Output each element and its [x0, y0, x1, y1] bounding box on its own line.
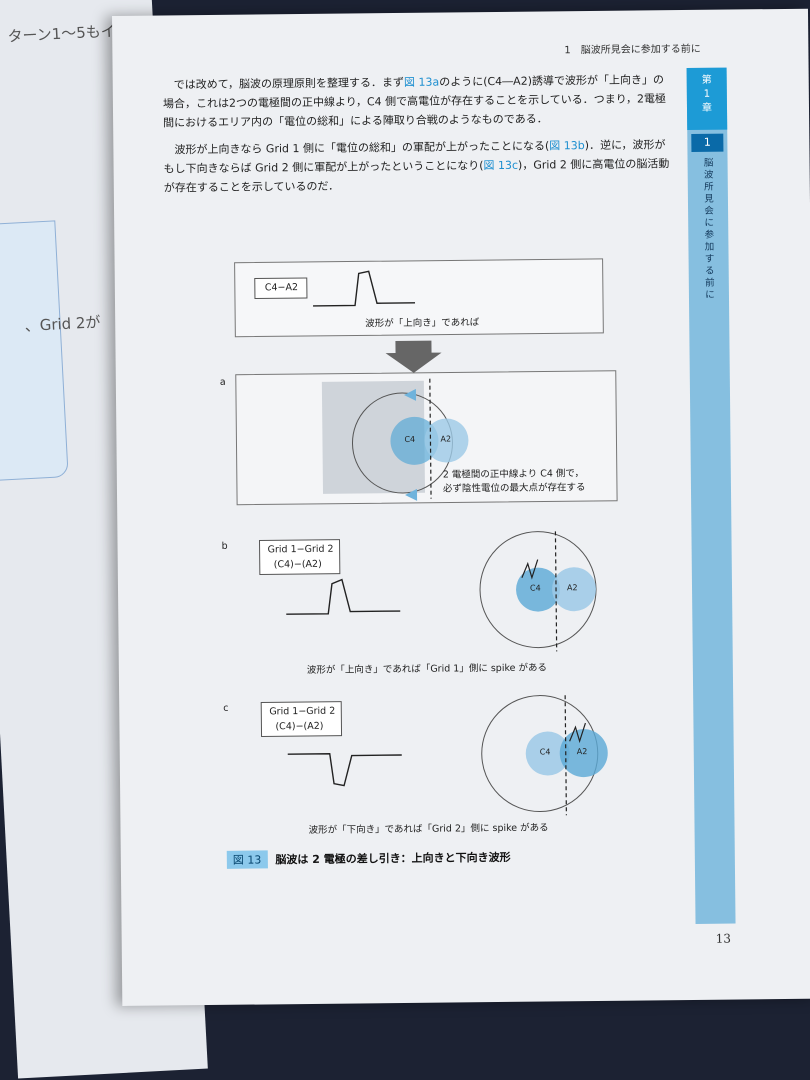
- panel-b-caption-g: 「Grid 1」: [420, 663, 469, 675]
- panel-a-a2-electrode: [424, 418, 469, 463]
- panel-b-caption-q: 「上向き」: [335, 664, 383, 676]
- top-box: [234, 258, 604, 338]
- panel-b-caption-b: であれば: [382, 663, 421, 676]
- left-page-blue-box: [0, 220, 69, 482]
- panel-b-c4-text: C4: [529, 583, 541, 593]
- top-box-label: C4−A2: [264, 282, 299, 294]
- panel-a-shaded-area: [321, 380, 426, 494]
- down-arrow: [385, 340, 442, 373]
- book-page: 1 脳波所見会に参加する前に 第 1 章 1 脳波所見会に参加する前に では改め…: [112, 8, 810, 1006]
- panel-c-spike-icon: [569, 722, 587, 744]
- panel-a-midline: [429, 378, 432, 499]
- panel-a-a2-text: A2: [440, 434, 452, 444]
- panel-c-midline: [564, 695, 567, 816]
- panel-b-label-2: (C4)−(A2): [273, 558, 322, 571]
- panel-a-arrow-bottom: [405, 488, 418, 501]
- panel-c-caption-b: であれば: [384, 823, 423, 836]
- panel-a-letter: a: [219, 376, 226, 388]
- left-page-grid-fragment: 、Grid 2が: [24, 313, 101, 336]
- panel-c-label-frame: [260, 701, 343, 737]
- panel-b-midline: [554, 531, 558, 652]
- panel-b-a2-text: A2: [566, 583, 578, 593]
- panel-b-spike-icon: [521, 559, 539, 580]
- page-number: 13: [715, 931, 732, 946]
- panel-b-caption: 波形が「上向き」であれば「Grid 1」側に spike がある: [307, 659, 547, 676]
- panel-c-caption-g: 「Grid 2」: [422, 823, 471, 835]
- panel-c-downward-waveform: [287, 753, 402, 787]
- left-page-heading-fragment: ターン1～5もイ: [7, 21, 117, 46]
- panel-c-c4-text: C4: [539, 747, 551, 757]
- panel-c-a2-text: A2: [576, 747, 588, 757]
- top-caption-b: であれば: [441, 317, 480, 329]
- panel-b-letter: b: [221, 540, 228, 552]
- panel-c-caption-c: 側に spike がある: [470, 822, 549, 835]
- panel-a-arrow-top: [403, 388, 417, 401]
- figure-caption: 図 13 脳波は 2 電極の差し引き：上向きと下向き波形: [226, 848, 511, 869]
- upward-waveform: [313, 270, 416, 307]
- panel-c-caption-q: 「下向き」: [336, 824, 385, 836]
- panel-a-c4-text: C4: [404, 434, 416, 444]
- panel-a-c4-electrode: [390, 416, 439, 465]
- panel-b-c4-electrode: [516, 567, 561, 612]
- figure-13: [234, 258, 618, 816]
- figure-caption-text: 脳波は 2 電極の差し引き：上向きと下向き波形: [275, 850, 511, 867]
- panel-b-label-frame: [258, 539, 341, 575]
- panel-b-a2-electrode: [552, 567, 597, 612]
- panel-c-caption-a: 波形が: [308, 824, 338, 836]
- panel-b-caption-c: 側に spike がある: [468, 662, 548, 675]
- top-box-caption: 波形が「上向き」であれば: [365, 314, 479, 329]
- top-box-label-frame: [254, 277, 308, 300]
- panel-b-upward-waveform: [286, 578, 401, 615]
- panel-a-note-1: 2 電極間の正中線より C4 側で，: [442, 468, 585, 481]
- panel-c-c4-electrode: [525, 731, 570, 776]
- panel-b-caption-a: 波形が: [306, 664, 336, 676]
- panel-c-label-1: Grid 1−Grid 2: [269, 705, 336, 718]
- panel-c-label-2: (C4)−(A2): [275, 720, 324, 733]
- panel-b-label-1: Grid 1−Grid 2: [267, 543, 334, 556]
- panel-c-letter: c: [223, 702, 229, 714]
- panel-c-a2-electrode: [559, 729, 608, 778]
- figure-caption-badge: 図 13: [226, 850, 268, 869]
- panel-a-note-2: 必ず陰性電位の最大点が存在する: [442, 482, 586, 495]
- top-caption-a: 波形が: [365, 318, 394, 330]
- panel-c-caption: 波形が「下向き」であれば「Grid 2」側に spike がある: [308, 819, 548, 836]
- top-caption-q: 「上向き」: [393, 317, 442, 330]
